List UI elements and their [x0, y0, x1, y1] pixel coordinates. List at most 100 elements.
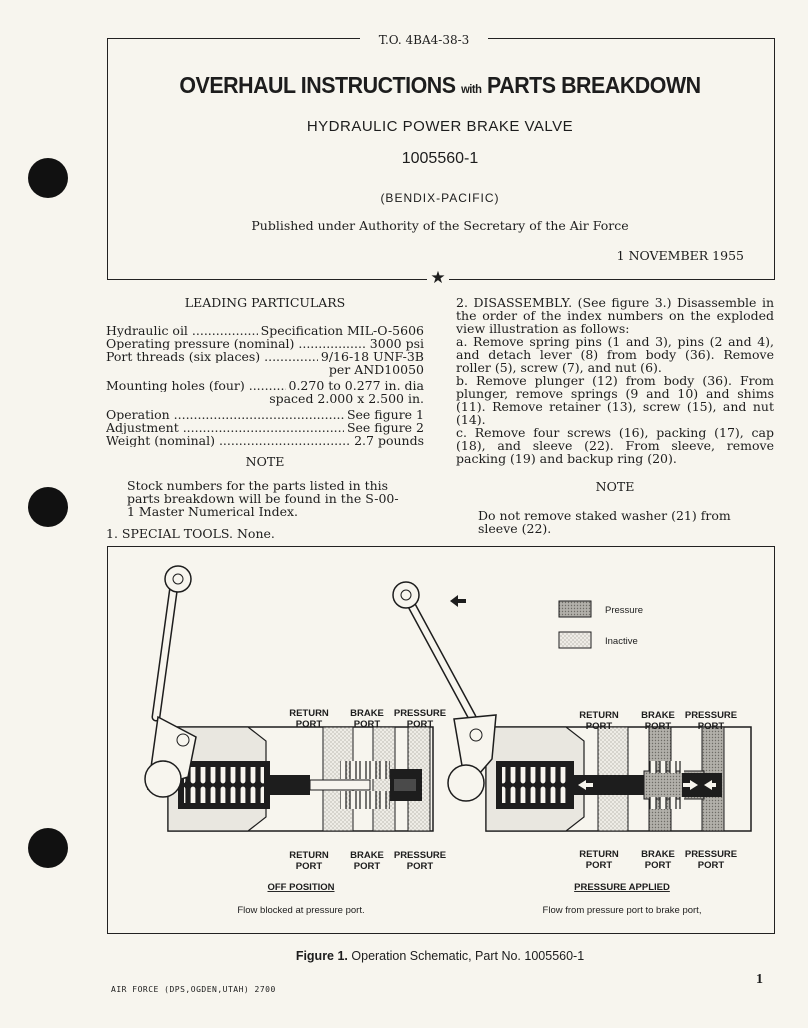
valve-pressure-applied: [392, 581, 752, 832]
port-label: RETURN: [289, 850, 329, 861]
note-heading: NOTE: [595, 479, 635, 494]
page-number: 1: [756, 972, 763, 987]
part-number: 1005560-1: [401, 150, 479, 167]
title-part1: OVERHAUL INSTRUCTIONS: [179, 72, 456, 98]
lp-value: 2.7 pounds: [354, 433, 424, 448]
legend-pressure-label: Pressure: [605, 605, 643, 616]
lever-roller: [447, 764, 485, 802]
legend-inactive-swatch: [558, 631, 592, 649]
left-column: LEADING PARTICULARS Hydraulic oilSpecifi…: [106, 296, 424, 540]
figure-caption-text: Operation Schematic, Part No. 1005560-1: [351, 949, 585, 963]
publication-date: 1 NOVEMBER 1955: [616, 248, 744, 263]
port-label: BRAKE: [641, 710, 675, 721]
leading-particulars-heading: LEADING PARTICULARS: [184, 295, 346, 310]
off-position-caption: Flow blocked at pressure port.: [237, 905, 364, 916]
lp-value: Specification MIL-O-5606: [260, 323, 424, 338]
figure-box: Pressure Inactive: [107, 546, 775, 934]
port-label: RETURN: [289, 708, 329, 719]
lp-row: OperationSee figure 1: [106, 408, 424, 421]
pressure-applied-caption: Flow from pressure port to brake port,: [543, 905, 702, 916]
port-label: PORT: [645, 721, 672, 732]
port-label: PRESSURE: [685, 849, 737, 860]
port-label: BRAKE: [350, 850, 384, 861]
figure-number: Figure 1.: [295, 949, 348, 963]
lp-value: 3000 psi: [369, 336, 424, 351]
leading-particulars-table: Hydraulic oilSpecification MIL-O-5606 Op…: [106, 324, 424, 447]
lp-label: Operation: [106, 408, 344, 421]
disassembly-step-a: a. Remove spring pins (1 and 3), pins (2…: [456, 334, 774, 375]
port-label: PORT: [296, 861, 323, 872]
note-text: Stock numbers for the parts listed in th…: [127, 478, 399, 519]
lp-label: Hydraulic oil: [106, 324, 258, 337]
flow-arrow-icon: [683, 780, 698, 790]
lever-roller: [144, 760, 182, 798]
lp-label: Mounting holes (four): [106, 379, 286, 392]
title-part2: PARTS BREAKDOWN: [487, 72, 701, 98]
operation-schematic: Pressure Inactive: [144, 565, 752, 916]
printer-imprint: AIR FORCE (DPS,OGDEN,UTAH) 2700: [111, 985, 276, 994]
manufacturer: (BENDIX-PACIFIC): [380, 191, 500, 205]
lp-row: Mounting holes (four)0.270 to 0.277 in. …: [106, 379, 424, 392]
flow-arrow-icon: [578, 780, 593, 790]
port-label: RETURN: [579, 849, 619, 860]
valve-off-position: [144, 565, 434, 832]
lp-value: See figure 2: [346, 420, 424, 435]
off-position-title: OFF POSITION: [267, 882, 334, 893]
port-label: PORT: [354, 719, 381, 730]
port-label: PRESSURE: [685, 710, 737, 721]
inner-spring-icon: [340, 791, 390, 809]
lp-value-continued: spaced 2.000 x 2.500 in.: [269, 391, 424, 406]
lp-value-continued: per AND10050: [328, 362, 424, 377]
poppet-seat: [394, 779, 416, 791]
authority-line: Published under Authority of the Secreta…: [251, 218, 629, 233]
plunger-rod: [270, 775, 310, 795]
port-label: PORT: [586, 721, 613, 732]
right-column: 2. DISASSEMBLY. (See figure 3.) Disassem…: [456, 296, 774, 535]
port-label: PORT: [698, 860, 725, 871]
port-label: PORT: [407, 861, 434, 872]
note-text: Do not remove staked washer (21) from sl…: [478, 508, 731, 536]
port-label: PORT: [645, 860, 672, 871]
port-label: PORT: [586, 860, 613, 871]
flow-arrow-icon: [704, 780, 716, 790]
lp-row: Weight (nominal)2.7 pounds: [106, 434, 424, 447]
port-label: PORT: [354, 861, 381, 872]
special-tools: 1. SPECIAL TOOLS. None.: [106, 526, 275, 541]
star-icon: ★: [427, 268, 449, 288]
disassembly-intro: 2. DISASSEMBLY. (See figure 3.) Disassem…: [456, 295, 774, 336]
spring-icon: [184, 767, 264, 803]
lp-label: Adjustment: [106, 421, 344, 434]
lp-value: 0.270 to 0.277 in. dia: [288, 378, 425, 393]
title-with: with: [461, 82, 482, 96]
lp-label: Operating pressure (nominal): [106, 337, 367, 350]
disassembly-step-b: b. Remove plunger (12) from body (36). F…: [456, 373, 774, 427]
lp-row: Operating pressure (nominal)3000 psi: [106, 337, 424, 350]
direction-arrow-icon: [450, 595, 466, 607]
lp-label: Weight (nominal): [106, 434, 351, 447]
port-label: BRAKE: [641, 849, 675, 860]
spring-icon: [502, 767, 568, 803]
port-label: PORT: [407, 719, 434, 730]
port-label: BRAKE: [350, 708, 384, 719]
punch-hole-top: [28, 158, 68, 198]
plunger-stem: [309, 779, 371, 791]
plunger-rod: [574, 775, 644, 795]
lp-row: Port threads (six places)9/16-18 UNF-3B: [106, 350, 424, 363]
document-title: OVERHAUL INSTRUCTIONS with PARTS BREAKDO…: [130, 72, 749, 99]
to-number: T.O. 4BA4-38-3: [360, 33, 488, 47]
lp-row: Hydraulic oilSpecification MIL-O-5606: [106, 324, 424, 337]
legend-inactive-label: Inactive: [605, 636, 638, 647]
figure-caption: Figure 1. Operation Schematic, Part No. …: [107, 949, 773, 963]
pressure-applied-title: PRESSURE APPLIED: [574, 882, 670, 893]
disassembly-step-c: c. Remove four screws (16), packing (17)…: [456, 425, 774, 466]
lp-value: See figure 1: [346, 407, 424, 422]
port-label: PRESSURE: [394, 850, 446, 861]
note-heading: NOTE: [245, 454, 285, 469]
punch-hole-bottom: [28, 828, 68, 868]
inner-spring-icon: [648, 797, 684, 809]
lp-row: AdjustmentSee figure 2: [106, 421, 424, 434]
legend-pressure-swatch: [558, 600, 592, 618]
port-label: PORT: [698, 721, 725, 732]
inner-spring-icon: [648, 761, 684, 773]
lp-label: Port threads (six places): [106, 350, 318, 363]
